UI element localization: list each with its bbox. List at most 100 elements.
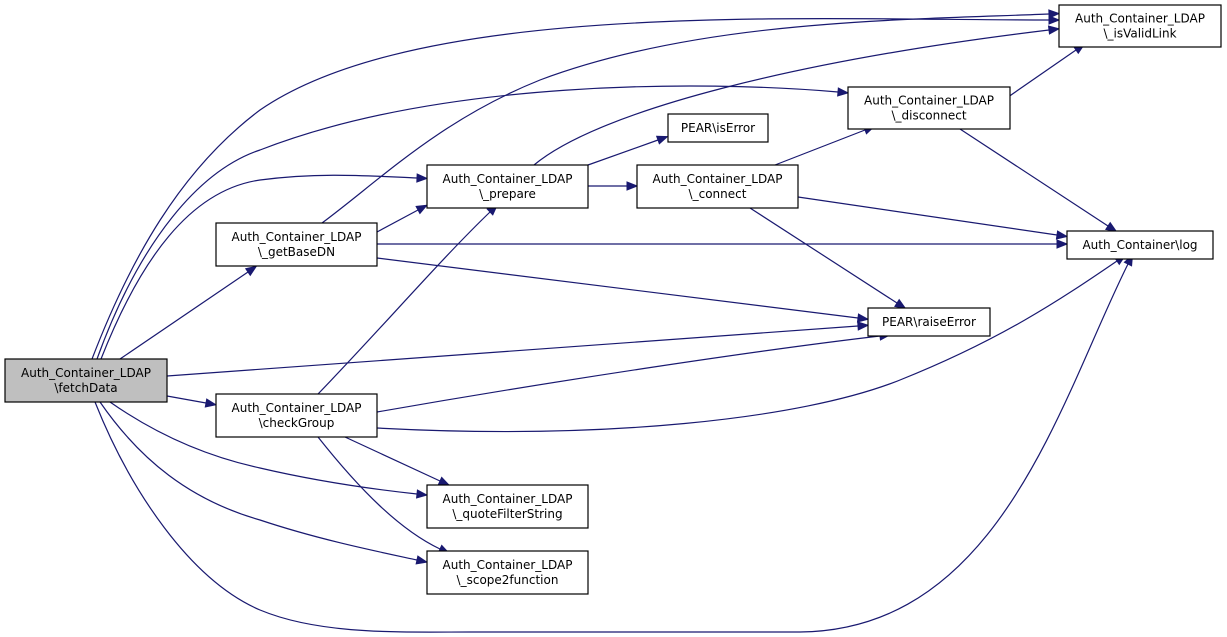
node-label: Auth_Container_LDAP xyxy=(443,558,573,572)
arrowhead-icon xyxy=(244,265,258,277)
node-label: Auth_Container_LDAP xyxy=(443,172,573,186)
arrowhead-icon xyxy=(1055,230,1069,240)
node-box[interactable] xyxy=(4,358,168,403)
node-box[interactable] xyxy=(426,550,589,595)
node-log[interactable]: Auth_Container\log xyxy=(1066,230,1214,260)
node-label: Auth_Container_LDAP xyxy=(443,492,573,506)
edge-disconnect-to-log xyxy=(959,128,1118,233)
arrowhead-icon xyxy=(837,87,850,97)
node-label: \_quoteFilterString xyxy=(452,507,562,521)
edge-connect-to-log xyxy=(797,196,1069,240)
arrowhead-icon xyxy=(415,555,429,565)
edge-line xyxy=(376,335,881,413)
node-checkGroup[interactable]: Auth_Container_LDAP\checkGroup xyxy=(215,393,378,438)
edge-line xyxy=(376,260,1118,433)
node-box[interactable] xyxy=(215,393,378,438)
node-scope2function[interactable]: Auth_Container_LDAP\_scope2function xyxy=(426,550,589,595)
edge-line xyxy=(119,271,249,360)
node-fetchData[interactable]: Auth_Container_LDAP\fetchData xyxy=(4,358,168,403)
arrowhead-icon xyxy=(857,321,870,331)
node-disconnect[interactable]: Auth_Container_LDAP\_disconnect xyxy=(847,86,1011,130)
edge-line xyxy=(376,257,859,319)
node-label: Auth_Container_LDAP xyxy=(653,172,783,186)
node-label: Auth_Container_LDAP xyxy=(864,94,994,108)
node-isError[interactable]: PEAR\isError xyxy=(667,113,769,143)
node-box[interactable] xyxy=(667,113,769,143)
edge-line xyxy=(91,17,1050,360)
edge-line xyxy=(797,196,1058,236)
arrowhead-icon xyxy=(416,173,429,183)
edges xyxy=(91,9,1134,633)
node-quoteFilterString[interactable]: Auth_Container_LDAP\_quoteFilterString xyxy=(426,484,589,529)
edge-line xyxy=(344,436,441,482)
node-box[interactable] xyxy=(847,86,1011,130)
node-box[interactable] xyxy=(867,307,991,337)
node-box[interactable] xyxy=(636,164,799,209)
node-getBaseDN[interactable]: Auth_Container_LDAP\_getBaseDN xyxy=(215,222,378,267)
edge-checkGroup-to-raiseError xyxy=(376,331,892,413)
node-connect[interactable]: Auth_Container_LDAP\_connect xyxy=(636,164,799,209)
node-raiseError[interactable]: PEAR\raiseError xyxy=(867,307,991,337)
edge-getBaseDN-to-prepare xyxy=(376,204,428,233)
edge-line xyxy=(321,13,1050,224)
edge-prepare-to-isError xyxy=(587,135,669,166)
node-isValidLink[interactable]: Auth_Container_LDAP\_isValidLink xyxy=(1058,4,1222,48)
edge-prepare-to-isValidLink xyxy=(533,25,1061,166)
node-label: Auth_Container\log xyxy=(1082,238,1197,252)
node-label: \fetchData xyxy=(54,381,117,395)
node-label: \_connect xyxy=(689,187,747,201)
arrowhead-icon xyxy=(655,135,669,145)
edge-checkGroup-to-quoteFilterString xyxy=(344,436,451,486)
node-prepare[interactable]: Auth_Container_LDAP\_prepare xyxy=(426,164,589,209)
edge-fetchData-to-disconnect xyxy=(96,85,850,360)
edge-line xyxy=(959,128,1109,227)
edge-line xyxy=(166,395,207,404)
edge-line xyxy=(96,85,839,360)
edge-line xyxy=(376,209,419,233)
arrowhead-icon xyxy=(415,204,428,215)
arrowhead-icon xyxy=(856,313,870,323)
edge-getBaseDN-to-raiseError xyxy=(376,257,870,323)
arrowhead-icon xyxy=(1104,221,1118,233)
node-label: \_scope2function xyxy=(457,573,559,587)
arrowhead-icon xyxy=(1048,15,1061,25)
edge-line xyxy=(774,129,866,166)
edge-fetchData-to-scope2function xyxy=(99,401,429,565)
edge-line xyxy=(317,436,441,550)
edge-fetchData-to-checkGroup xyxy=(166,395,218,408)
node-label: \_getBaseDN xyxy=(258,245,335,259)
edge-line xyxy=(317,211,491,395)
node-label: Auth_Container_LDAP xyxy=(232,401,362,415)
edge-fetchData-to-prepare xyxy=(100,173,429,360)
edge-checkGroup-to-log xyxy=(376,254,1127,433)
arrowhead-icon xyxy=(1047,25,1061,35)
edge-fetchData-to-quoteFilterString xyxy=(109,401,429,499)
edge-connect-to-disconnect xyxy=(774,125,876,166)
edge-line xyxy=(533,29,1050,166)
edge-line xyxy=(587,139,659,166)
edge-fetchData-to-raiseError xyxy=(166,321,870,377)
edge-getBaseDN-to-log xyxy=(377,239,1069,249)
node-label: \_prepare xyxy=(479,187,536,201)
node-box[interactable] xyxy=(426,164,589,209)
node-label: Auth_Container_LDAP xyxy=(232,230,362,244)
edge-fetchData-to-isValidLink xyxy=(91,15,1061,360)
arrowhead-icon xyxy=(1048,9,1061,19)
node-box[interactable] xyxy=(426,484,589,529)
edge-line xyxy=(109,401,418,495)
nodes: Auth_Container_LDAP\fetchDataAuth_Contai… xyxy=(4,4,1222,595)
node-box[interactable] xyxy=(1066,230,1214,260)
arrowhead-icon xyxy=(415,489,429,499)
arrowhead-icon xyxy=(894,298,907,310)
node-box[interactable] xyxy=(215,222,378,267)
node-label: \checkGroup xyxy=(259,416,335,430)
arrowhead-icon xyxy=(1056,239,1069,249)
edge-connect-to-raiseError xyxy=(749,207,907,310)
edge-line xyxy=(99,401,418,561)
node-box[interactable] xyxy=(1058,4,1222,48)
node-label: \_isValidLink xyxy=(1103,27,1176,41)
node-label: PEAR\isError xyxy=(681,121,755,135)
arrowhead-icon xyxy=(204,398,218,408)
node-label: Auth_Container_LDAP xyxy=(1075,12,1205,26)
